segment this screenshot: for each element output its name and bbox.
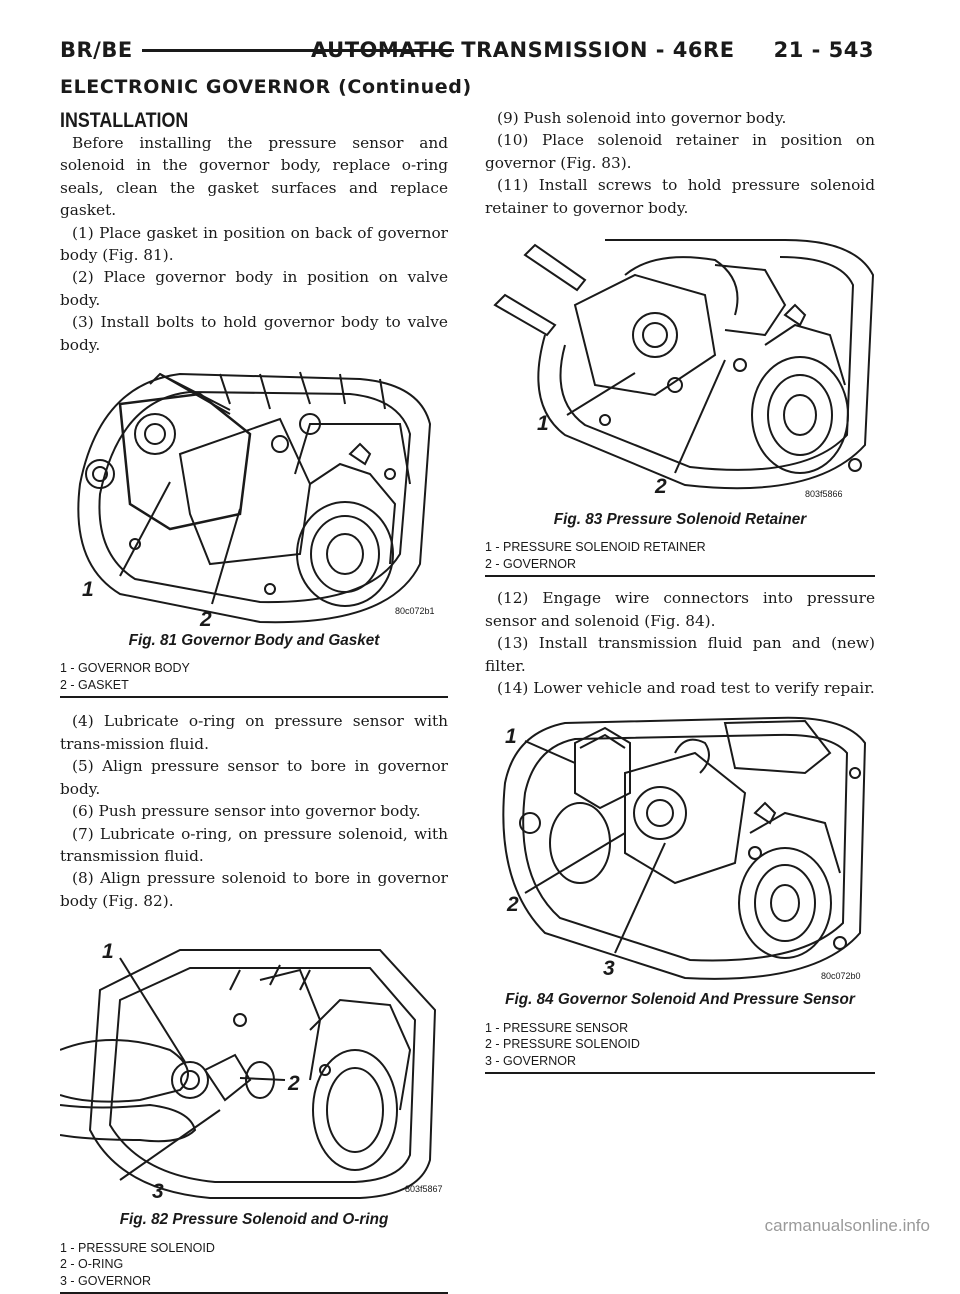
intro-paragraph: Before installing the pressure sensor an… [60, 134, 448, 220]
fig84-legend: 1 - PRESSURE SENSOR 2 - PRESSURE SOLENOI… [485, 1020, 875, 1073]
fig82-illustration: 1 2 3 803f5867 [60, 940, 443, 1203]
fig82-code: 803f5867 [405, 1184, 443, 1194]
fig81-code: 80c072b1 [395, 606, 435, 616]
fig83-callout-1: 1 [537, 412, 549, 435]
fig83-code: 803f5866 [805, 489, 843, 499]
step: (2) Place governor body in position on v… [60, 268, 448, 309]
fig83-callout-2: 2 [654, 475, 667, 498]
fig82-callout-1: 1 [102, 940, 114, 963]
section-title: ELECTRONIC GOVERNOR (Continued) [60, 76, 472, 98]
fig81-caption: Fig. 81 Governor Body and Gasket [128, 632, 380, 650]
legend-item: 1 - PRESSURE SOLENOID RETAINER [485, 540, 706, 555]
step: (14) Lower vehicle and road test to veri… [497, 679, 875, 698]
fig84-code: 80c072b0 [821, 971, 861, 981]
header-right: AUTOMATIC TRANSMISSION - 46RE 21 - 543 [311, 38, 874, 62]
fig81-illustration: 1 2 80c072b1 [77, 371, 435, 626]
legend-item: 2 - PRESSURE SOLENOID [485, 1037, 640, 1052]
step: (4) Lubricate o-ring on pressure sensor … [60, 712, 448, 753]
fig83-illustration: 1 2 803f5866 [493, 239, 875, 499]
fig82-legend: 1 - PRESSURE SOLENOID 2 - O-RING 3 - GOV… [60, 1240, 448, 1293]
legend-item: 2 - O-RING [60, 1257, 124, 1272]
legend-item: 1 - PRESSURE SOLENOID [60, 1240, 215, 1255]
fig84-callout-2: 2 [506, 893, 519, 916]
step: (7) Lubricate o-ring, on pressure soleno… [60, 824, 448, 865]
figure-81: 1 2 80c072b1 Fig. 81 Governor Body and G… [60, 364, 448, 699]
watermark-link[interactable]: carmanualsonline.info [764, 1216, 930, 1235]
fig82-callout-3: 3 [152, 1180, 164, 1203]
step: (6) Push pressure sensor into governor b… [72, 802, 421, 821]
fig83-legend: 1 - PRESSURE SOLENOID RETAINER 2 - GOVER… [485, 539, 875, 575]
installation-heading: INSTALLATION [60, 109, 189, 132]
legend-item: 1 - PRESSURE SENSOR [485, 1020, 629, 1035]
fig81-callout-1: 1 [82, 578, 94, 601]
legend-item: 3 - GOVERNOR [485, 1053, 576, 1068]
fig82-callout-2: 2 [287, 1072, 300, 1095]
legend-item: 2 - GOVERNOR [485, 556, 576, 571]
step: (1) Place gasket in position on back of … [60, 223, 448, 265]
figure-82: 1 2 3 803f5867 Fig. 82 Pressure Solenoid… [60, 930, 448, 1294]
fig81-legend: 1 - GOVERNOR BODY 2 - GASKET [60, 660, 448, 696]
header-rule [142, 49, 454, 52]
right-column: (9) Push solenoid into governor body. (1… [485, 107, 875, 1075]
step: (10) Place solenoid retainer in position… [485, 131, 875, 172]
fig84-illustration: 1 2 3 80c072b0 [502, 717, 867, 981]
step: (12) Engage wire connectors into pressur… [485, 589, 875, 630]
left-column: Before installing the pressure sensor an… [60, 132, 448, 1294]
fig81-callout-2: 2 [199, 608, 212, 626]
legend-item: 2 - GASKET [60, 677, 129, 692]
figure-84: 1 2 3 80c072b0 Fig. 84 Governor Solenoid… [485, 713, 875, 1075]
step: (8) Align pressure solenoid to bore in g… [60, 869, 448, 910]
step: (9) Push solenoid into governor body. [497, 109, 787, 127]
step: (13) Install transmission fluid pan and … [485, 634, 875, 675]
legend-item: 1 - GOVERNOR BODY [60, 661, 190, 676]
fig82-caption: Fig. 82 Pressure Solenoid and O-ring [119, 1211, 389, 1229]
fig83-caption: Fig. 83 Pressure Solenoid Retainer [553, 511, 807, 529]
figure-83: 1 2 803f5866 Fig. 83 Pressure Solenoid R… [485, 235, 875, 578]
fig84-callout-1: 1 [505, 725, 517, 748]
step: (3) Install bolts to hold governor body … [60, 313, 448, 354]
header-left: BR/BE [60, 38, 133, 62]
fig84-callout-3: 3 [603, 957, 615, 980]
step: (11) Install screws to hold pressure sol… [485, 176, 875, 217]
step: (5) Align pressure sensor to bore in gov… [60, 757, 448, 798]
fig84-caption: Fig. 84 Governor Solenoid And Pressure S… [505, 991, 855, 1009]
legend-item: 3 - GOVERNOR [60, 1273, 151, 1288]
